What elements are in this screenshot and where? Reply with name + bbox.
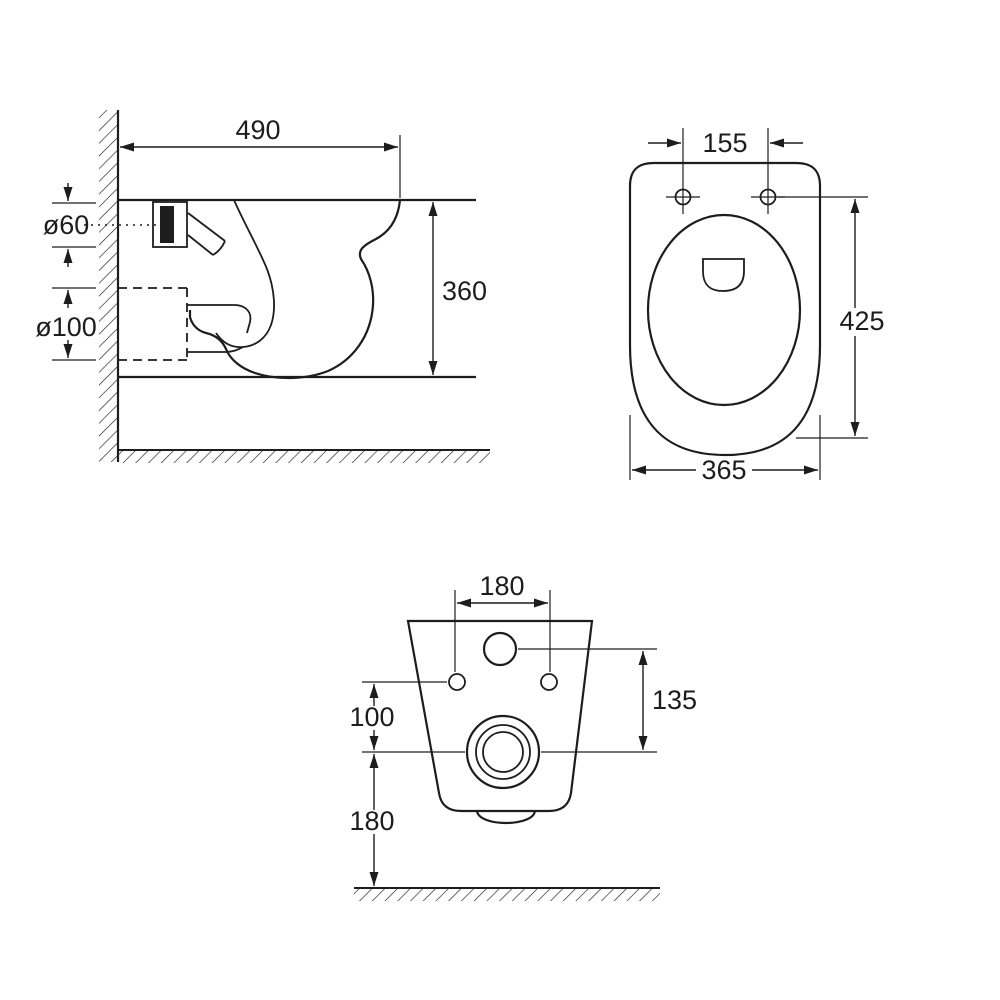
- wall-hatching: [99, 110, 120, 462]
- dim-outlet-diameter-label: ø100: [35, 312, 97, 342]
- front-inlet-hole: [482, 631, 518, 667]
- top-flush-outlet: [702, 258, 745, 292]
- dim-inlet-diameter-label: ø60: [43, 210, 90, 240]
- dim-side-height-label: 360: [442, 276, 487, 306]
- front-view: 180 135 100 180: [347, 571, 697, 901]
- dim-front-drain-to-floor-label: 180: [349, 806, 394, 836]
- dim-top-hole-spacing: 155: [648, 128, 803, 158]
- front-mounting-hole-right: [540, 673, 558, 691]
- side-bowl-profile: [188, 199, 402, 380]
- top-view: 155 425 365: [628, 128, 888, 485]
- dim-top-depth-label: 425: [839, 306, 884, 336]
- top-mounting-holes: [666, 128, 785, 214]
- side-outlet-pipe: [187, 304, 252, 353]
- dim-front-hole-spacing: 180: [454, 571, 551, 672]
- dim-top-hole-spacing-label: 155: [702, 128, 747, 158]
- side-view: 490 360 ø60 ø100: [35, 110, 490, 463]
- front-drain-flange: [465, 714, 541, 790]
- dim-top-depth: 425: [778, 196, 888, 439]
- dim-front-holes-to-drain-label: 100: [349, 702, 394, 732]
- dim-front-drain-to-floor: 180: [347, 754, 397, 886]
- dim-front-inlet-to-drain-label: 135: [652, 685, 697, 715]
- dim-inlet-diameter: ø60: [43, 183, 158, 267]
- side-floor: [118, 449, 490, 463]
- dim-top-width: 365: [629, 415, 821, 485]
- dim-side-width-label: 490: [235, 115, 280, 145]
- dim-outlet-diameter: ø100: [35, 287, 97, 361]
- dim-top-width-label: 365: [701, 455, 746, 485]
- top-outline: [628, 161, 822, 457]
- front-mounting-hole-left: [448, 673, 466, 691]
- side-bowl-inner: [215, 199, 275, 348]
- front-body-outline: [406, 619, 594, 813]
- top-seat-ring: [646, 213, 802, 407]
- front-bottom-outlet: [475, 810, 537, 825]
- dim-front-inlet-to-drain: 135: [518, 648, 697, 753]
- side-outlet-dashed: [118, 287, 188, 361]
- dim-front-hole-spacing-label: 180: [479, 571, 524, 601]
- dim-front-holes-to-drain: 100: [347, 681, 465, 753]
- front-floor: [354, 887, 660, 901]
- side-inlet-valve: [152, 201, 226, 256]
- dim-side-width: 490: [120, 115, 401, 198]
- dim-side-height: 360: [428, 202, 487, 375]
